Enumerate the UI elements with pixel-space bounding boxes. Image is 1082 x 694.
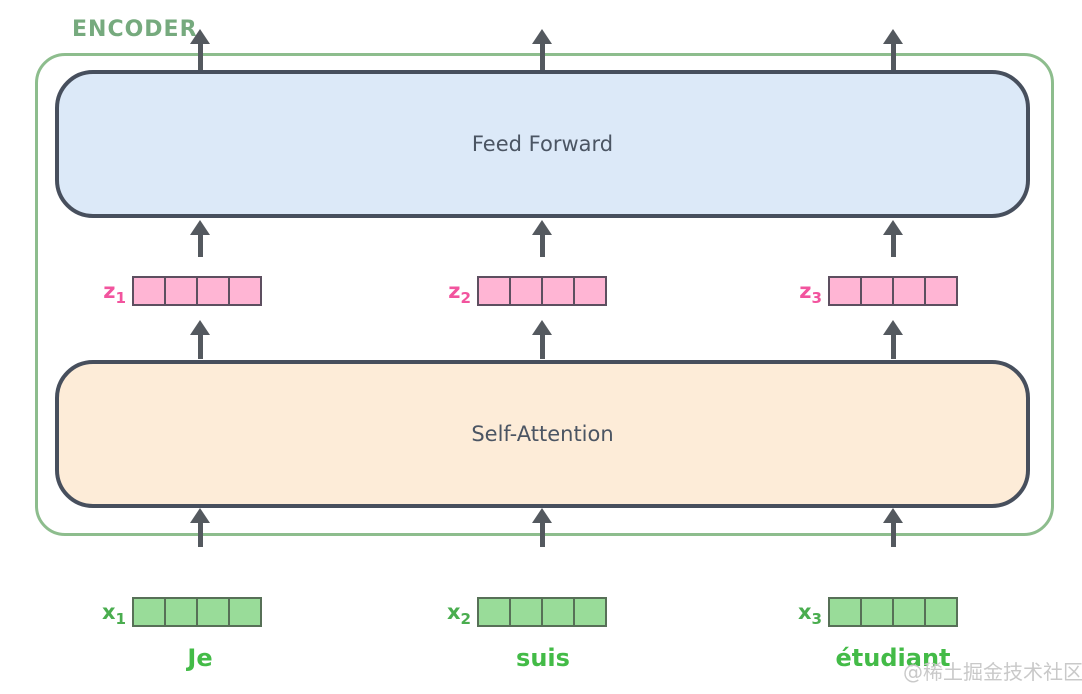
input-word-je: Je	[187, 644, 213, 672]
arrow-shaft	[197, 523, 203, 547]
arrow-shaft	[890, 523, 896, 547]
arrow-head	[883, 29, 903, 44]
up-arrow-icon	[883, 29, 903, 70]
arrow-shaft	[890, 44, 896, 70]
vector-cell	[828, 276, 862, 306]
vector-cell	[828, 597, 862, 627]
arrow-shaft	[539, 44, 545, 70]
self-attention-label: Self-Attention	[471, 422, 614, 446]
z3-vector	[828, 276, 958, 306]
arrow-head	[532, 220, 552, 235]
up-arrow-icon	[190, 320, 210, 359]
vector-cell	[132, 597, 166, 627]
arrow-shaft	[197, 335, 203, 359]
vector-cell	[477, 276, 511, 306]
vector-cell	[573, 597, 607, 627]
vector-cell	[860, 276, 894, 306]
input-word-suis: suis	[516, 644, 570, 672]
vector-cell	[892, 276, 926, 306]
vector-cell	[924, 276, 958, 306]
x3-vector	[828, 597, 958, 627]
arrow-shaft	[197, 44, 203, 70]
x3-vector-label: x3	[797, 600, 822, 629]
input-word-etudiant: étudiant	[835, 644, 951, 672]
vector-cell	[228, 276, 262, 306]
vector-cell	[196, 597, 230, 627]
vector-cell	[196, 276, 230, 306]
z2-vector	[477, 276, 607, 306]
arrow-shaft	[539, 523, 545, 547]
up-arrow-icon	[532, 320, 552, 359]
watermark-text: @稀土掘金技术社区	[903, 660, 1082, 684]
up-arrow-icon	[532, 220, 552, 257]
arrow-head	[883, 220, 903, 235]
vector-cell	[132, 276, 166, 306]
arrow-head	[532, 508, 552, 523]
arrow-head	[190, 29, 210, 44]
z2-vector-label: z2	[448, 279, 471, 308]
vector-cell	[164, 276, 198, 306]
encoder-title: ENCODER	[72, 17, 198, 42]
up-arrow-icon	[532, 29, 552, 70]
vector-cell	[541, 597, 575, 627]
arrow-shaft	[890, 335, 896, 359]
vector-cell	[573, 276, 607, 306]
up-arrow-icon	[190, 508, 210, 547]
x2-vector-label: x2	[446, 600, 471, 629]
z1-vector-label: z1	[103, 279, 126, 308]
arrow-head	[883, 508, 903, 523]
vector-cell	[892, 597, 926, 627]
arrow-shaft	[539, 335, 545, 359]
arrow-shaft	[539, 235, 545, 257]
up-arrow-icon	[190, 29, 210, 70]
up-arrow-icon	[883, 508, 903, 547]
vector-cell	[541, 276, 575, 306]
arrow-head	[190, 320, 210, 335]
vector-cell	[509, 597, 543, 627]
arrow-shaft	[890, 235, 896, 257]
vector-cell	[164, 597, 198, 627]
self-attention-box: Self-Attention	[55, 360, 1030, 508]
up-arrow-icon	[883, 220, 903, 257]
up-arrow-icon	[190, 220, 210, 257]
arrow-head	[190, 508, 210, 523]
feed-forward-box: Feed Forward	[55, 70, 1030, 218]
up-arrow-icon	[883, 320, 903, 359]
x1-vector	[132, 597, 262, 627]
arrow-head	[883, 320, 903, 335]
arrow-shaft	[197, 235, 203, 257]
x2-vector	[477, 597, 607, 627]
up-arrow-icon	[532, 508, 552, 547]
arrow-head	[532, 29, 552, 44]
vector-cell	[509, 276, 543, 306]
arrow-head	[532, 320, 552, 335]
vector-cell	[860, 597, 894, 627]
x1-vector-label: x1	[101, 600, 126, 629]
vector-cell	[924, 597, 958, 627]
encoder-outer-box	[35, 53, 1054, 536]
arrow-head	[190, 220, 210, 235]
z1-vector	[132, 276, 262, 306]
vector-cell	[228, 597, 262, 627]
vector-cell	[477, 597, 511, 627]
feed-forward-label: Feed Forward	[471, 132, 614, 156]
z3-vector-label: z3	[799, 279, 822, 308]
